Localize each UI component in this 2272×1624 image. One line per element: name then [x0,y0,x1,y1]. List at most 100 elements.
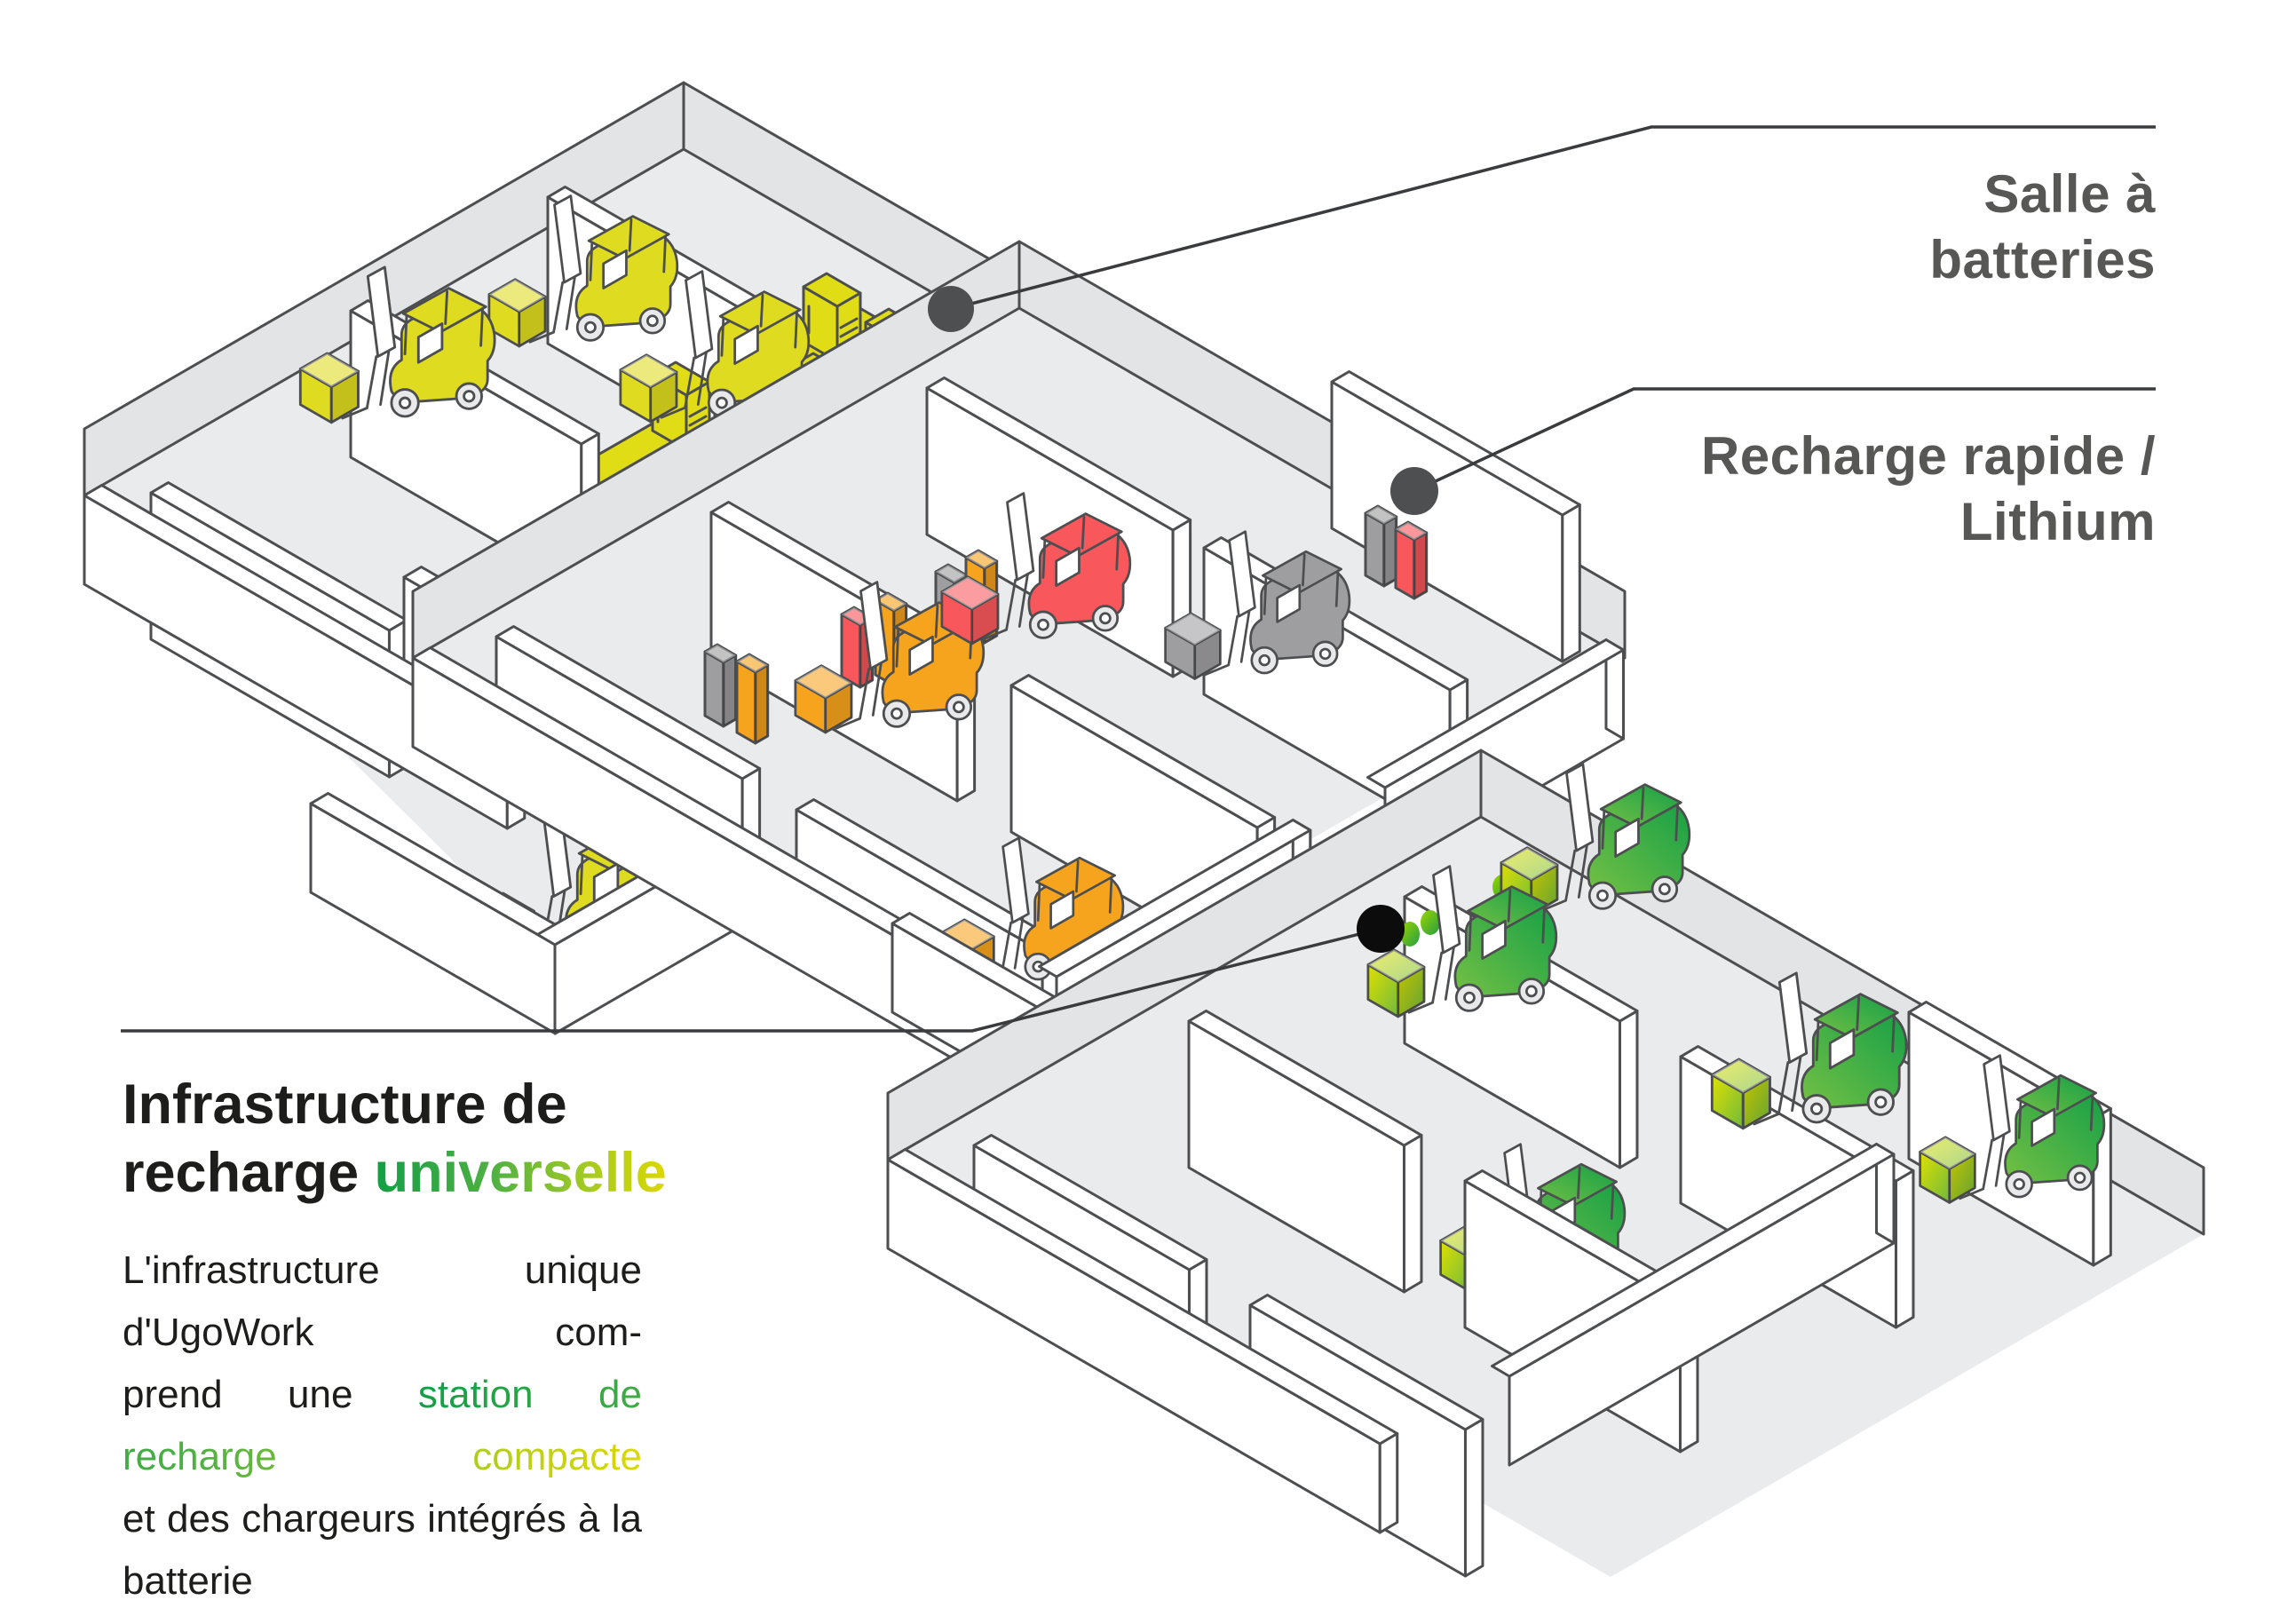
forklift-icon [1164,530,1351,680]
pallet-box-icon [1500,846,1559,882]
callout-dot-battery-room [928,286,974,332]
pallet-box-icon [298,352,360,424]
callout-line [121,927,1381,1033]
label-line: Salle à [1983,164,2156,224]
pallet-box-icon [300,353,359,387]
shelf-rack [1894,1169,1915,1329]
forklift-mast [553,194,582,284]
warehouse-universal-charging-illustration [886,749,2205,1578]
forklift-wheel-hub [1658,883,1671,896]
shelf-rack [1248,1294,1484,1431]
charger-pillar [1364,504,1398,526]
charger-pillar [755,665,768,743]
forklift-canopy-post [1468,888,1546,952]
text-run: prend une [123,1373,418,1416]
charger-pillar [735,660,757,745]
label-line: Lithium [1959,492,2156,551]
forklift-mast [1983,1054,2011,1142]
headline: Infrastructure de recharge universelle [123,1071,667,1208]
forklift-mast [1777,971,1809,1064]
forklift-wheel-hub [2073,1171,2086,1184]
forklift-wheel-hub [1809,1102,1824,1115]
pallet-box-icon [488,279,546,313]
forklift-fork [341,349,391,420]
forklift-cab [908,635,934,676]
forklift-mast [1006,492,1035,582]
pallet-box-icon [940,575,1000,611]
forklift-canopy [1599,783,1682,828]
pallet-box-icon [794,664,853,700]
forklift-cab [2031,1107,2056,1147]
forklift-cab [1276,583,1302,623]
forklift-canopy [1537,1162,1618,1208]
forklift-cab [416,322,444,364]
pallet-box-icon [1919,1136,1976,1204]
warehouse-wall [1378,1432,1399,1534]
charger-pillar [966,551,997,568]
forklift-icon [487,194,679,348]
forklift-canopy-post [1815,995,1896,1062]
forklift-canopy [1040,512,1123,558]
forklift-canopy-post [1041,515,1120,579]
charger-pillar [1394,520,1429,600]
forklift-wheel-hub [1874,1096,1888,1109]
charger-pillar [964,549,999,570]
forklift-fork [1753,1055,1802,1126]
pallet-box-icon [619,353,678,389]
callout-layer [121,125,2156,1033]
pallet-box-icon [1500,847,1558,881]
forklift-mast [1001,836,1030,924]
forklift-wheel-hub [645,314,659,328]
charger-pillar [936,565,967,582]
forklift-canopy [1035,856,1116,901]
pallet-box-icon [1919,1136,1976,1170]
charger-pillar [1413,533,1427,598]
pallet-box-icon [941,576,999,610]
body-line: L'infrastructure unique d'UgoWork com- [123,1240,642,1364]
forklift-cab [1614,817,1640,858]
warehouse-wall [1038,819,1312,978]
body-line: et des chargeurs intégrés à la batterie [123,1488,642,1612]
forklift-mast [685,270,714,360]
charger-pillar [1396,522,1427,540]
forklift-wheel-hub [891,707,903,720]
charger-pillar [1366,506,1397,524]
forklift-cab [1049,890,1075,930]
forklift-mast [859,581,889,670]
warehouse-fast-charge-illustration [411,240,1627,1129]
shelf-rack [972,1134,1208,1271]
forklift-canopy [401,287,487,334]
forklift-canopy [1262,550,1342,595]
charger-pillar [1383,517,1397,586]
forklift-icon [298,265,496,424]
pallet-box-icon [619,353,678,424]
forklift-canopy [1466,885,1549,931]
shelf-rack [495,625,762,780]
pallet-box-icon [938,919,994,952]
label-battery-room: Salle à batteries [1929,162,2156,293]
warehouse-wall [1366,638,1625,789]
forklift-fork [660,351,708,419]
forklift-wheel-hub [1463,991,1476,1004]
forklift-wheel-hub [2013,1177,2025,1191]
headline-line: recharge universelle [123,1139,667,1208]
forklift-canopy-post [589,218,667,281]
label-line: batteries [1929,230,2156,289]
charger-pillar [1364,504,1398,588]
forklift-cab [733,324,759,365]
text-run: et des chargeurs intégrés à la batterie [123,1497,642,1603]
pallet-box-icon [1164,612,1222,680]
forklift-wheel-hub [716,396,728,409]
pallet-box-icon [795,665,852,699]
charger-pillar [1364,511,1386,588]
charger-pillar [1394,520,1429,542]
forklift-fork [1407,946,1455,1014]
forklift-fork [981,573,1029,641]
text-run: L'infrastructure unique d'UgoWork com- [123,1248,642,1354]
forklift-wheel-hub [952,701,965,714]
pallet-box-icon [1367,949,1425,983]
forklift-mast [366,265,397,358]
forklift-wheel-hub [1318,647,1332,661]
charger-pillar [703,650,725,728]
forklift-mast [1432,865,1461,955]
